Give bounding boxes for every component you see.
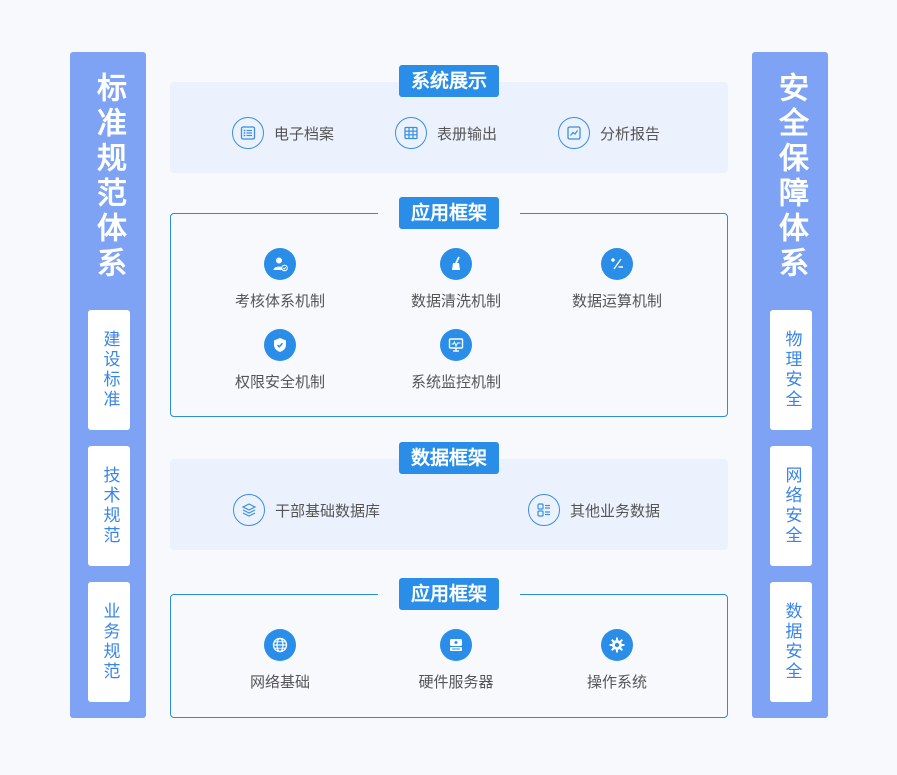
section-title: 应用框架 (398, 197, 500, 229)
section-item: 表册输出 (395, 117, 497, 149)
section-item: 操作系统 (542, 629, 692, 692)
security-item: 数据安全 (770, 582, 812, 702)
section-title: 系统展示 (398, 65, 500, 97)
section-title: 数据框架 (398, 442, 500, 474)
infrastructure-section: 应用框架 网络基础 硬件服务器 操作系统 (170, 578, 728, 718)
table-icon (395, 117, 427, 149)
shield-check-icon (264, 329, 296, 361)
user-check-icon (264, 248, 296, 280)
section-item: 电子档案 (232, 117, 334, 149)
section-item: 干部基础数据库 (233, 494, 380, 526)
section-item: 权限安全机制 (205, 329, 355, 392)
calculator-icon (601, 248, 633, 280)
section-item: 其他业务数据 (528, 494, 660, 526)
section-item: 系统监控机制 (381, 329, 531, 392)
server-icon (440, 629, 472, 661)
broom-icon (440, 248, 472, 280)
application-framework-section: 应用框架 考核体系机制 数据清洗机制 数据运算机制 权限安全机制 系统监控机制 (170, 197, 728, 417)
section-item: 分析报告 (558, 117, 660, 149)
security-item: 物理安全 (770, 310, 812, 430)
data-framework-section: 数据框架 干部基础数据库 其他业务数据 (170, 442, 728, 550)
section-item: 数据清洗机制 (381, 248, 531, 311)
standards-column: 标准规范体系 建设标准 技术规范 业务规范 (70, 52, 146, 718)
section-title: 应用框架 (398, 578, 500, 610)
layers-icon (233, 494, 265, 526)
standards-item: 技术规范 (88, 446, 130, 566)
list-icon (232, 117, 264, 149)
section-item: 数据运算机制 (542, 248, 692, 311)
standards-column-title: 标准规范体系 (91, 72, 126, 282)
system-display-section: 系统展示 电子档案 表册输出 分析报告 (170, 65, 728, 173)
grid-list-icon (528, 494, 560, 526)
section-item: 网络基础 (205, 629, 355, 692)
gear-icon (601, 629, 633, 661)
chart-report-icon (558, 117, 590, 149)
security-column: 安全保障体系 物理安全 网络安全 数据安全 (752, 52, 828, 718)
standards-item: 业务规范 (88, 582, 130, 702)
globe-icon (264, 629, 296, 661)
monitor-icon (440, 329, 472, 361)
section-item: 硬件服务器 (381, 629, 531, 692)
security-column-title: 安全保障体系 (773, 72, 808, 282)
standards-item: 建设标准 (88, 310, 130, 430)
security-item: 网络安全 (770, 446, 812, 566)
section-item: 考核体系机制 (205, 248, 355, 311)
